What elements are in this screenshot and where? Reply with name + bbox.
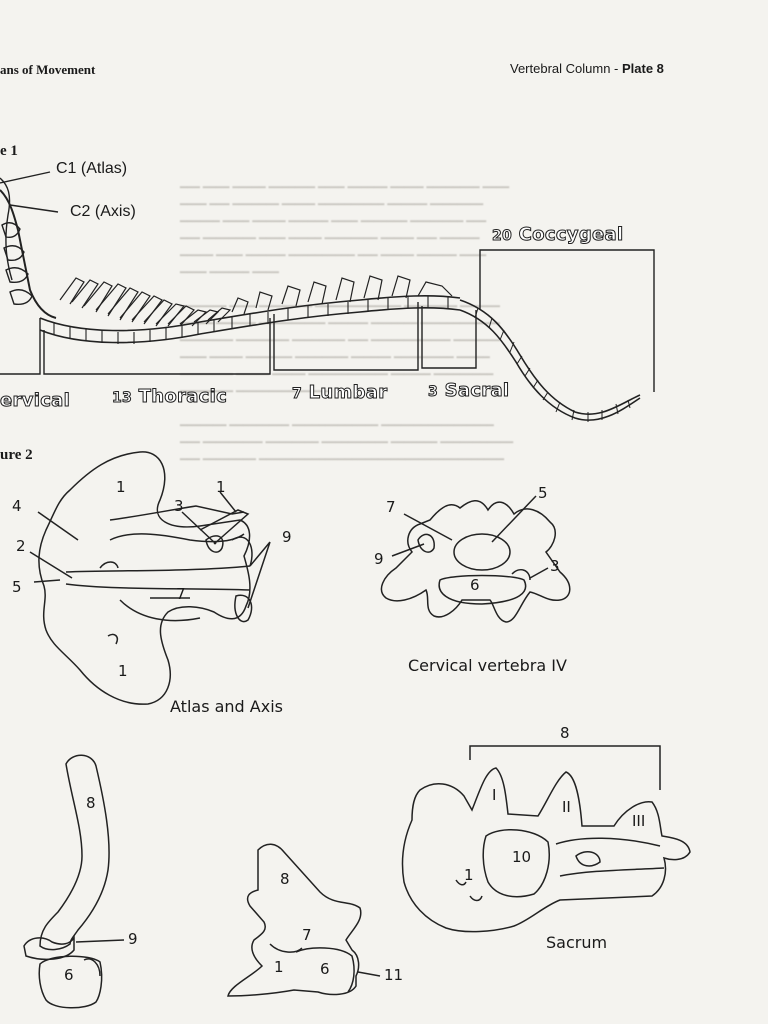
header-title: Vertebral Column - [510, 61, 622, 76]
sacrum-caption: Sacrum [546, 933, 608, 952]
sacrum-label-I: I [492, 786, 497, 804]
bleed-through-text: ━━━ ━━━━ ━━━━━ ━━━━━━━ ━━━━ ━━━━━━ ━━━━━… [180, 182, 514, 466]
cervical-label: ervical [0, 390, 71, 412]
thoracic-vertebra-drawing [227, 843, 381, 997]
atlas-label-1b: 1 [216, 478, 226, 496]
coccygeal-text: Coccygeal [518, 224, 624, 246]
atlas-label-7: 7 [176, 585, 186, 603]
rib-label-9: 9 [128, 930, 138, 948]
coccygeal-count: 20 [491, 228, 513, 245]
vertebral-column-drawing [0, 177, 641, 422]
sacrum-label-1: 1 [464, 866, 474, 884]
c2-label: C2 (Axis) [70, 203, 136, 220]
sacrum-label-10: 10 [512, 848, 532, 866]
atlas-axis-drawing [29, 451, 271, 705]
figure-1-label: e 1 [0, 143, 18, 159]
thoracic-vertebra-label-8: 8 [280, 870, 290, 888]
atlas-label-1a: 1 [116, 478, 126, 496]
sacral-label: 3 Sacral [427, 380, 510, 402]
header-left: ans of Movement [0, 62, 96, 77]
cervical-iv-caption: Cervical vertebra IV [408, 656, 567, 675]
thoracic-vertebra-label-1: 1 [274, 958, 284, 976]
thoracic-vertebra-label-11: 11 [384, 966, 404, 984]
thoracic-label: 13 Thoracic [111, 386, 228, 408]
atlas-label-2: 2 [16, 537, 26, 555]
figure-2-label: ure 2 [0, 447, 33, 463]
sacrum-label-8: 8 [560, 724, 570, 742]
rib-label-6: 6 [64, 966, 74, 984]
thoracic-vertebra-label-6: 6 [320, 960, 330, 978]
region-brackets [0, 249, 655, 392]
atlas-label-9: 9 [282, 528, 292, 546]
lumbar-count: 7 [291, 386, 303, 403]
atlas-label-3: 3 [174, 497, 184, 515]
sacrum-drawing [401, 745, 691, 933]
atlas-label-1c: 1 [118, 662, 128, 680]
rib-drawing [23, 754, 125, 1009]
header-right: Vertebral Column - Plate 8 [510, 61, 664, 76]
thoracic-vertebra-label-7: 7 [302, 926, 312, 944]
cervical-label-5: 5 [538, 484, 548, 502]
atlas-label-5: 5 [12, 578, 22, 596]
header-plate: Plate 8 [622, 61, 664, 76]
lumbar-label: 7 Lumbar [291, 382, 388, 404]
cervical-label-7: 7 [386, 498, 396, 516]
thoracic-count: 13 [111, 390, 133, 407]
lumbar-text: Lumbar [308, 382, 388, 404]
coccygeal-label: 20 Coccygeal [491, 224, 624, 246]
rib-label-8: 8 [86, 794, 96, 812]
c1-label: C1 (Atlas) [56, 160, 128, 177]
sacral-count: 3 [427, 384, 439, 401]
cervical-vertebra-drawing [380, 495, 571, 623]
atlas-label-4: 4 [12, 497, 22, 515]
sacral-text: Sacral [444, 380, 510, 402]
thoracic-text: Thoracic [138, 386, 228, 408]
atlas-axis-caption: Atlas and Axis [170, 697, 283, 716]
cervical-label-9: 9 [374, 550, 384, 568]
cervical-label-3: 3 [550, 557, 560, 575]
sacrum-label-III: III [632, 812, 646, 830]
cervical-label-6: 6 [470, 576, 480, 594]
sacrum-label-II: II [562, 798, 571, 816]
